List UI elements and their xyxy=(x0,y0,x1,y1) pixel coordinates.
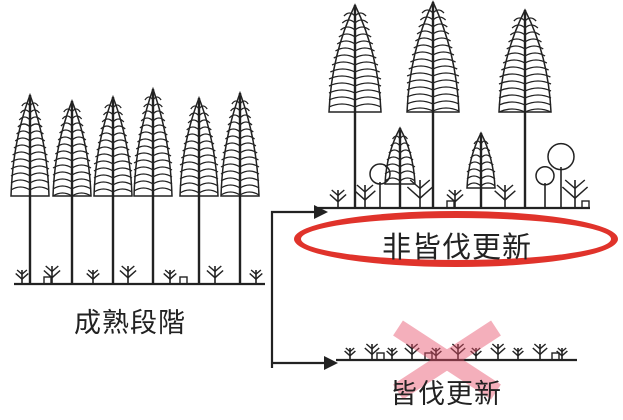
conifer-tree xyxy=(466,131,496,208)
conifer-tree xyxy=(384,126,416,208)
conifer-tree xyxy=(220,90,260,284)
sapling-shrub xyxy=(490,343,506,360)
conifer-tree xyxy=(406,0,460,208)
conifer-tree xyxy=(179,95,219,284)
sapling-shrub xyxy=(404,343,420,360)
x-cross-mark xyxy=(393,320,501,400)
sapling-shrub xyxy=(163,269,177,284)
sapling-shrub xyxy=(512,347,524,360)
conifer-tree xyxy=(328,3,382,208)
sapling-shrub xyxy=(364,343,380,360)
sapling-shrub xyxy=(556,347,568,360)
sapling-shrub xyxy=(470,347,482,360)
sapling-shrub xyxy=(86,269,100,284)
upper-arrowhead xyxy=(314,205,328,219)
conifer-tree xyxy=(10,92,50,284)
clearcut-seedlings xyxy=(344,343,568,361)
sapling-shrub xyxy=(561,179,589,208)
sapling-shrub xyxy=(43,265,61,284)
sapling-shrub xyxy=(450,343,466,360)
sapling-shrub xyxy=(354,184,376,208)
sapling-shrub xyxy=(532,343,548,360)
selective-stage-trees xyxy=(328,0,590,209)
conifer-tree xyxy=(52,98,92,284)
sapling-shrub xyxy=(15,269,29,284)
sapling-shrub xyxy=(406,179,434,208)
sapling-shrub xyxy=(344,347,356,360)
selective-regeneration-label: 非皆伐更新 xyxy=(382,230,533,264)
sapling-shrub xyxy=(329,189,347,208)
sapling-shrub xyxy=(119,265,137,284)
conifer-tree xyxy=(133,86,173,284)
sapling-shrub xyxy=(446,189,464,208)
sapling-shrub xyxy=(249,269,263,284)
mature-stage-trees xyxy=(10,86,263,285)
broadleaf-tree xyxy=(535,166,555,208)
conifer-tree xyxy=(93,94,133,284)
clearcut-regeneration-label: 皆伐更新 xyxy=(390,379,502,410)
conifer-tree xyxy=(498,8,552,208)
broadleaf-tree xyxy=(547,142,575,208)
sapling-shrub xyxy=(206,265,224,284)
sapling-shrub xyxy=(386,347,398,360)
sapling-shrub xyxy=(494,184,516,208)
lower-arrowhead xyxy=(324,356,338,370)
branch-arrow-connector xyxy=(270,210,318,368)
broadleaf-tree xyxy=(369,163,391,208)
red-oval-highlight xyxy=(294,211,618,267)
mature-stage-label: 成熟段階 xyxy=(74,308,186,339)
